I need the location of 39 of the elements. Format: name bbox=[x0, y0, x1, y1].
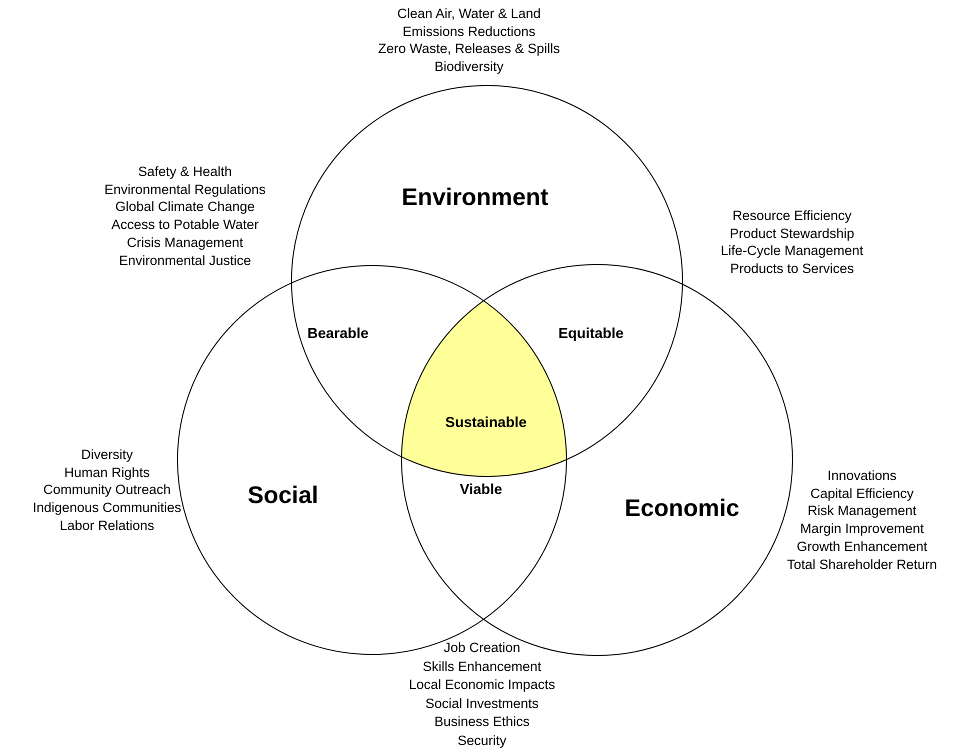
attribute-text: Job Creation bbox=[444, 639, 520, 657]
attribute-text: Community Outreach bbox=[43, 481, 171, 500]
region-label: Viable bbox=[460, 482, 502, 498]
attribute-text: Capital Efficiency bbox=[810, 484, 914, 502]
circle-heading: Social bbox=[248, 482, 318, 510]
attribute-text: Skills Enhancement bbox=[422, 658, 542, 676]
attribute-text: Biodiversity bbox=[434, 58, 504, 76]
attribute-text: Indigenous Communities bbox=[32, 499, 182, 517]
region-label: Equitable bbox=[558, 326, 624, 342]
attribute-text: Margin Improvement bbox=[800, 520, 924, 538]
attribute-text: Innovations bbox=[827, 467, 897, 485]
circle-heading: Economic bbox=[624, 495, 740, 523]
attribute-text: Zero Waste, Releases & Spills bbox=[378, 40, 560, 58]
attribute-text: Life-Cycle Management bbox=[720, 242, 864, 260]
attribute-text: Local Economic Impacts bbox=[408, 676, 556, 694]
attribute-text: Emissions Reductions bbox=[402, 22, 536, 40]
attribute-text: Human Rights bbox=[64, 464, 150, 482]
attribute-text: Labor Relations bbox=[60, 516, 154, 535]
venn-circle bbox=[291, 85, 683, 477]
region-label: Sustainable bbox=[445, 415, 527, 431]
attribute-text: Total Shareholder Return bbox=[786, 556, 938, 574]
attribute-text: Environmental Regulations bbox=[104, 180, 266, 198]
attribute-text: Diversity bbox=[81, 446, 133, 464]
attribute-text: Security bbox=[458, 732, 506, 750]
attribute-text: Crisis Management bbox=[126, 234, 244, 252]
attribute-text: Social Investments bbox=[425, 694, 539, 712]
attribute-text: Growth Enhancement bbox=[796, 538, 928, 556]
attribute-text: Environmental Justice bbox=[118, 252, 252, 270]
circle-heading: Environment bbox=[402, 184, 548, 212]
attribute-text: Business Ethics bbox=[434, 713, 530, 731]
attribute-text: Safety & Health bbox=[138, 163, 232, 181]
region-label: Bearable bbox=[307, 326, 369, 342]
attribute-text: Global Climate Change bbox=[115, 198, 255, 216]
attribute-text: Access to Potable Water bbox=[111, 216, 259, 234]
attribute-text: Products to Services bbox=[730, 260, 854, 278]
attribute-text: Risk Management bbox=[808, 502, 916, 520]
attribute-text: Resource Efficiency bbox=[732, 207, 852, 225]
attribute-text: Product Stewardship bbox=[730, 224, 854, 242]
attribute-text: Clean Air, Water & Land bbox=[397, 5, 541, 23]
